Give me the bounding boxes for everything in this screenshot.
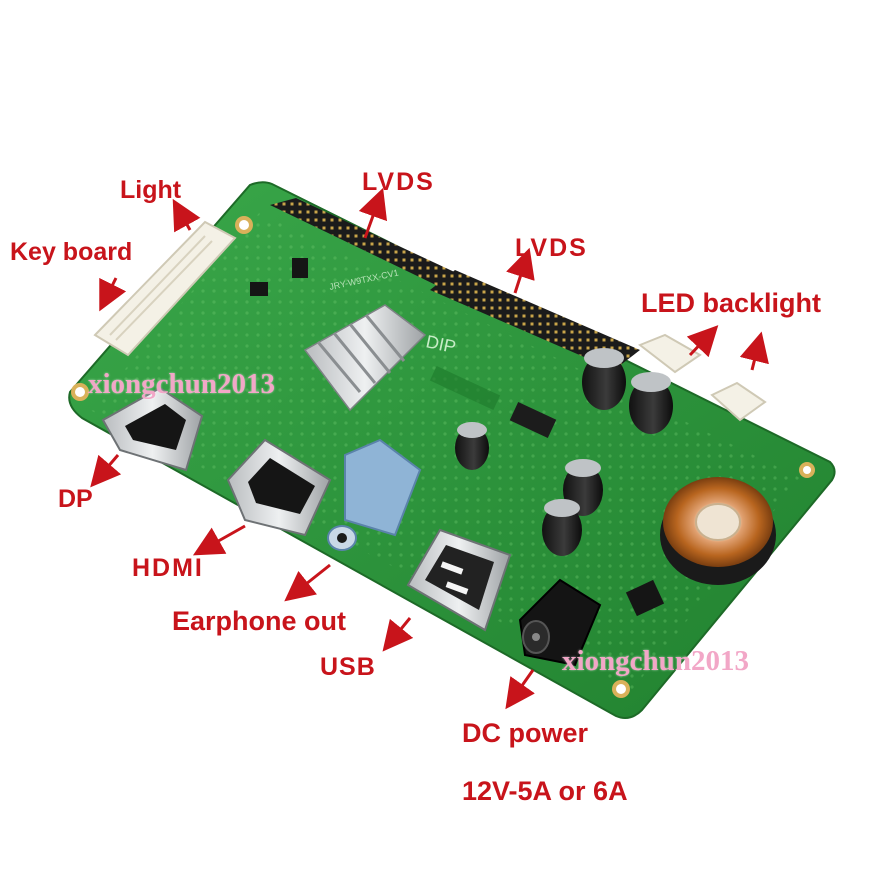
label-lvds-2: LVDS — [515, 234, 588, 262]
watermark-2: xiongchun2013 — [562, 645, 749, 677]
label-earphone-out: Earphone out — [172, 606, 346, 636]
toroid-inductor — [660, 477, 776, 585]
label-light: Light — [120, 176, 182, 204]
label-dp: DP — [58, 485, 93, 513]
led-backlight-connectors — [638, 333, 767, 422]
usb-port — [406, 528, 512, 632]
capacitors — [455, 348, 673, 556]
pointer-arrows — [90, 187, 769, 710]
label-led-backlight: LED backlight — [641, 288, 822, 318]
watermark-1: xiongchun2013 — [88, 368, 275, 400]
dc-power-jack — [518, 578, 602, 667]
lvds-header-2 — [430, 270, 640, 370]
label-usb: USB — [320, 653, 376, 681]
label-dc-power: DC power — [462, 718, 589, 748]
label-dc-spec: 12V-5A or 6A — [462, 776, 628, 806]
label-lvds-1: LVDS — [362, 168, 435, 196]
audio-jack — [327, 438, 422, 551]
heatsink — [303, 304, 427, 412]
label-hdmi: HDMI — [132, 554, 204, 582]
label-keyboard: Key board — [10, 238, 133, 266]
